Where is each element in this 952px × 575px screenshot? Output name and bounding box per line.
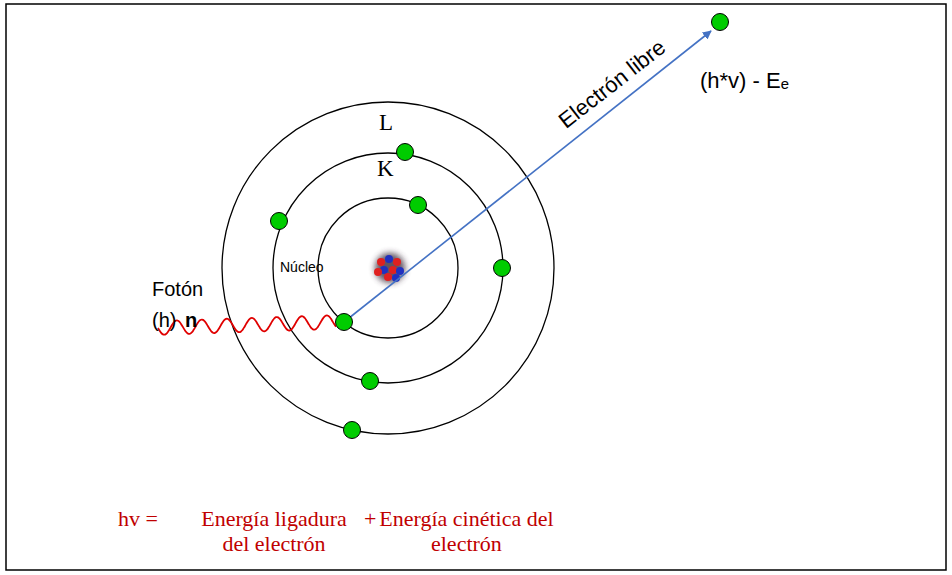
orbit-label: L [379, 110, 393, 136]
nucleus-label: Núcleo [280, 259, 324, 275]
formula-term: Energía cinética del electrón [378, 506, 554, 557]
frequency-symbol: n [185, 309, 197, 332]
ejected-electron [336, 314, 353, 331]
formula-term: Energía ligadura del electrón [186, 506, 362, 557]
energy-expression: (h*v) - Eₑ [700, 68, 789, 93]
l-orbit [273, 153, 503, 383]
planck-label: (h) [152, 309, 176, 332]
photon-wave-group [158, 315, 336, 334]
photon-wave [158, 315, 336, 334]
k-orbit [318, 198, 458, 338]
photon-label: Fotón [152, 278, 203, 301]
formula-term: hv = [118, 506, 158, 531]
formula-operator: + [364, 506, 376, 531]
frame [6, 4, 946, 570]
outer-orbit [222, 102, 554, 434]
nucleus [374, 253, 405, 283]
electron-path-arrow [344, 31, 711, 322]
electrons [271, 14, 729, 439]
orbit-label: K [377, 156, 394, 182]
